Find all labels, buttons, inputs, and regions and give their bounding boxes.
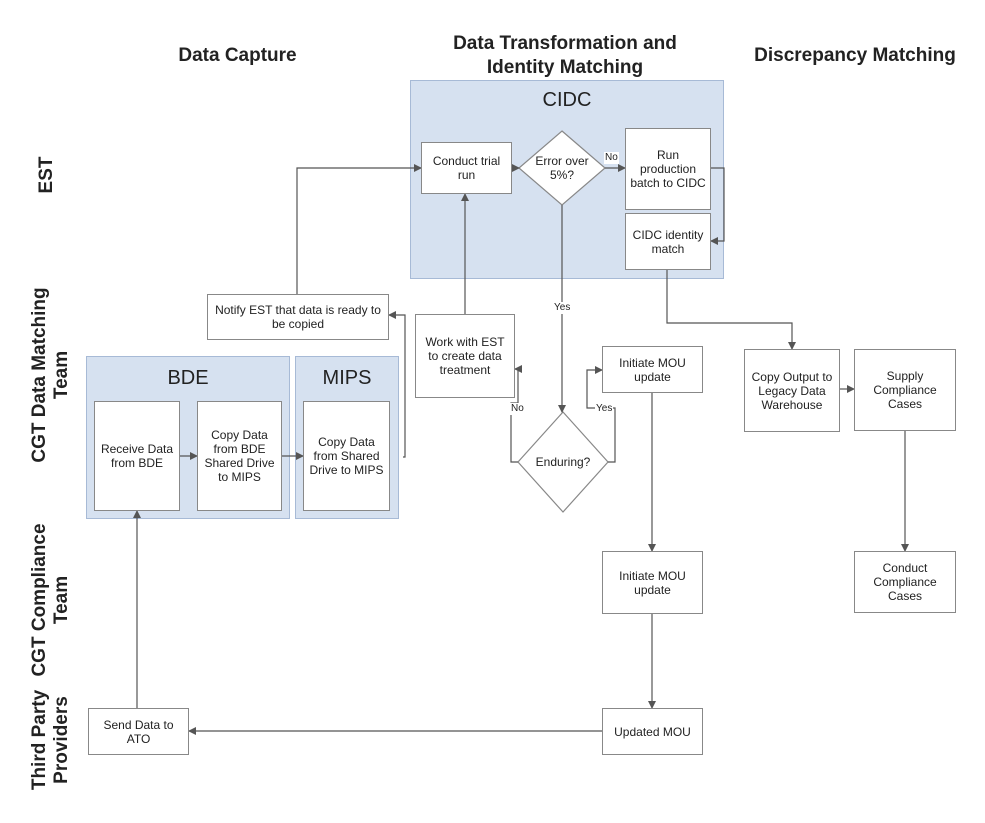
edge-label-enduring-yes: Yes bbox=[595, 403, 614, 415]
group-title-cidc: CIDC bbox=[542, 89, 592, 111]
edge-label-error-no: No bbox=[604, 152, 619, 164]
node-notify-est: Notify EST that data is ready to be copi… bbox=[207, 294, 389, 340]
node-initiate-mou-1: Initiate MOU update bbox=[602, 346, 703, 393]
node-conduct-compliance-cases: Conduct Compliance Cases bbox=[854, 551, 956, 613]
node-copy-bde-shared-drive: Copy Data from BDE Shared Drive to MIPS bbox=[197, 401, 282, 511]
node-initiate-mou-2: Initiate MOU update bbox=[602, 551, 703, 614]
node-copy-mips: Copy Data from Shared Drive to MIPS bbox=[303, 401, 390, 511]
node-supply-compliance-cases: Supply Compliance Cases bbox=[854, 349, 956, 431]
node-trial-run: Conduct trial run bbox=[421, 142, 512, 194]
column-header-data-capture: Data Capture bbox=[178, 45, 297, 66]
column-header-transformation-line2: Identity Matching bbox=[486, 57, 644, 78]
decision-enduring-shape bbox=[517, 411, 609, 513]
node-work-with-est: Work with EST to create data treatment bbox=[415, 314, 515, 398]
node-copy-legacy-warehouse: Copy Output to Legacy Data Warehouse bbox=[744, 349, 840, 432]
arrow-notify-to-trial bbox=[296, 164, 422, 294]
node-send-data-ato: Send Data to ATO bbox=[88, 708, 189, 755]
node-cidc-identity-match: CIDC identity match bbox=[625, 213, 711, 270]
arrow-production-to-cidc-match bbox=[710, 167, 725, 245]
group-title-bde: BDE bbox=[167, 367, 209, 389]
node-receive-data-bde: Receive Data from BDE bbox=[94, 401, 180, 511]
decision-enduring-label: Enduring? bbox=[535, 455, 591, 469]
node-production-batch: Run production batch to CIDC bbox=[625, 128, 711, 210]
column-header-transformation: Data Transformation and Identity Matchin… bbox=[420, 32, 710, 80]
column-header-transformation-line1: Data Transformation and bbox=[453, 33, 677, 54]
arrow-cidc-match-to-legacy bbox=[666, 270, 796, 350]
decision-error-label: Error over 5%? bbox=[535, 154, 589, 182]
arrow-mips-to-notify bbox=[388, 311, 406, 458]
edge-label-error-yes: Yes bbox=[553, 302, 572, 314]
edge-label-enduring-no: No bbox=[510, 403, 525, 415]
node-updated-mou: Updated MOU bbox=[602, 708, 703, 755]
column-header-discrepancy: Discrepancy Matching bbox=[754, 45, 956, 66]
group-title-mips: MIPS bbox=[322, 367, 372, 389]
